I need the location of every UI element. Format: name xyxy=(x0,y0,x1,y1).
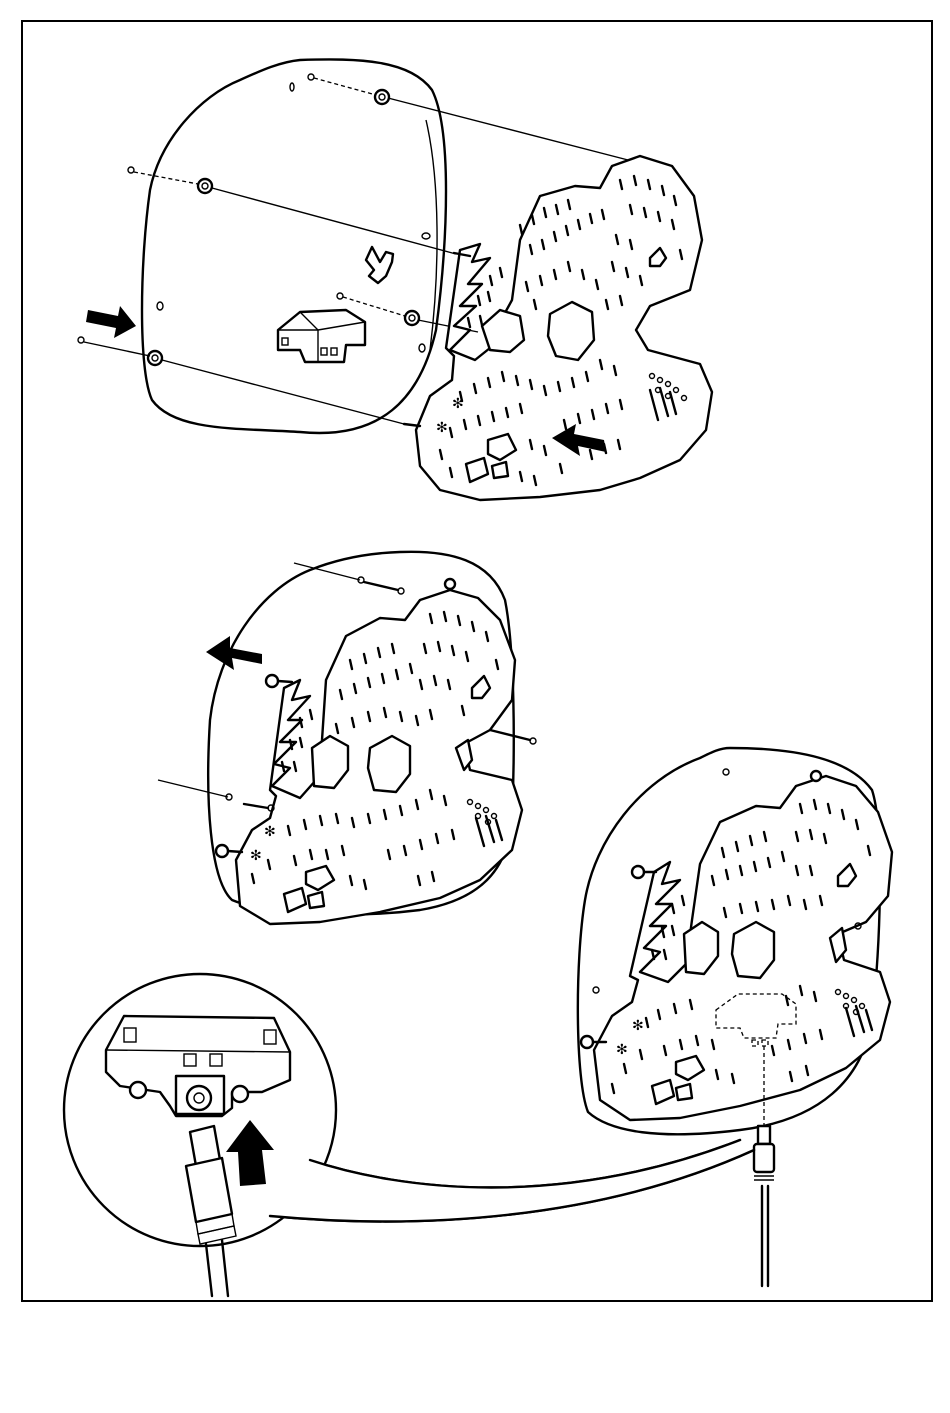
flower-icon: ✻ xyxy=(452,396,464,412)
step-3-group: ✻ ✻ xyxy=(578,748,892,1286)
flower-icon: ✻ xyxy=(616,1042,628,1058)
arrow-icon xyxy=(86,306,136,338)
step-2-group: ✻ ✻ xyxy=(158,552,536,924)
wall-plate xyxy=(142,59,446,433)
flower-icon: ✻ xyxy=(436,420,448,436)
plug-icon xyxy=(754,1126,774,1286)
step-1-group: ✻ ✻ xyxy=(78,59,712,500)
flower-icon: ✻ xyxy=(264,824,276,840)
flower-icon: ✻ xyxy=(250,848,262,864)
flower-icon: ✻ xyxy=(632,1018,644,1034)
